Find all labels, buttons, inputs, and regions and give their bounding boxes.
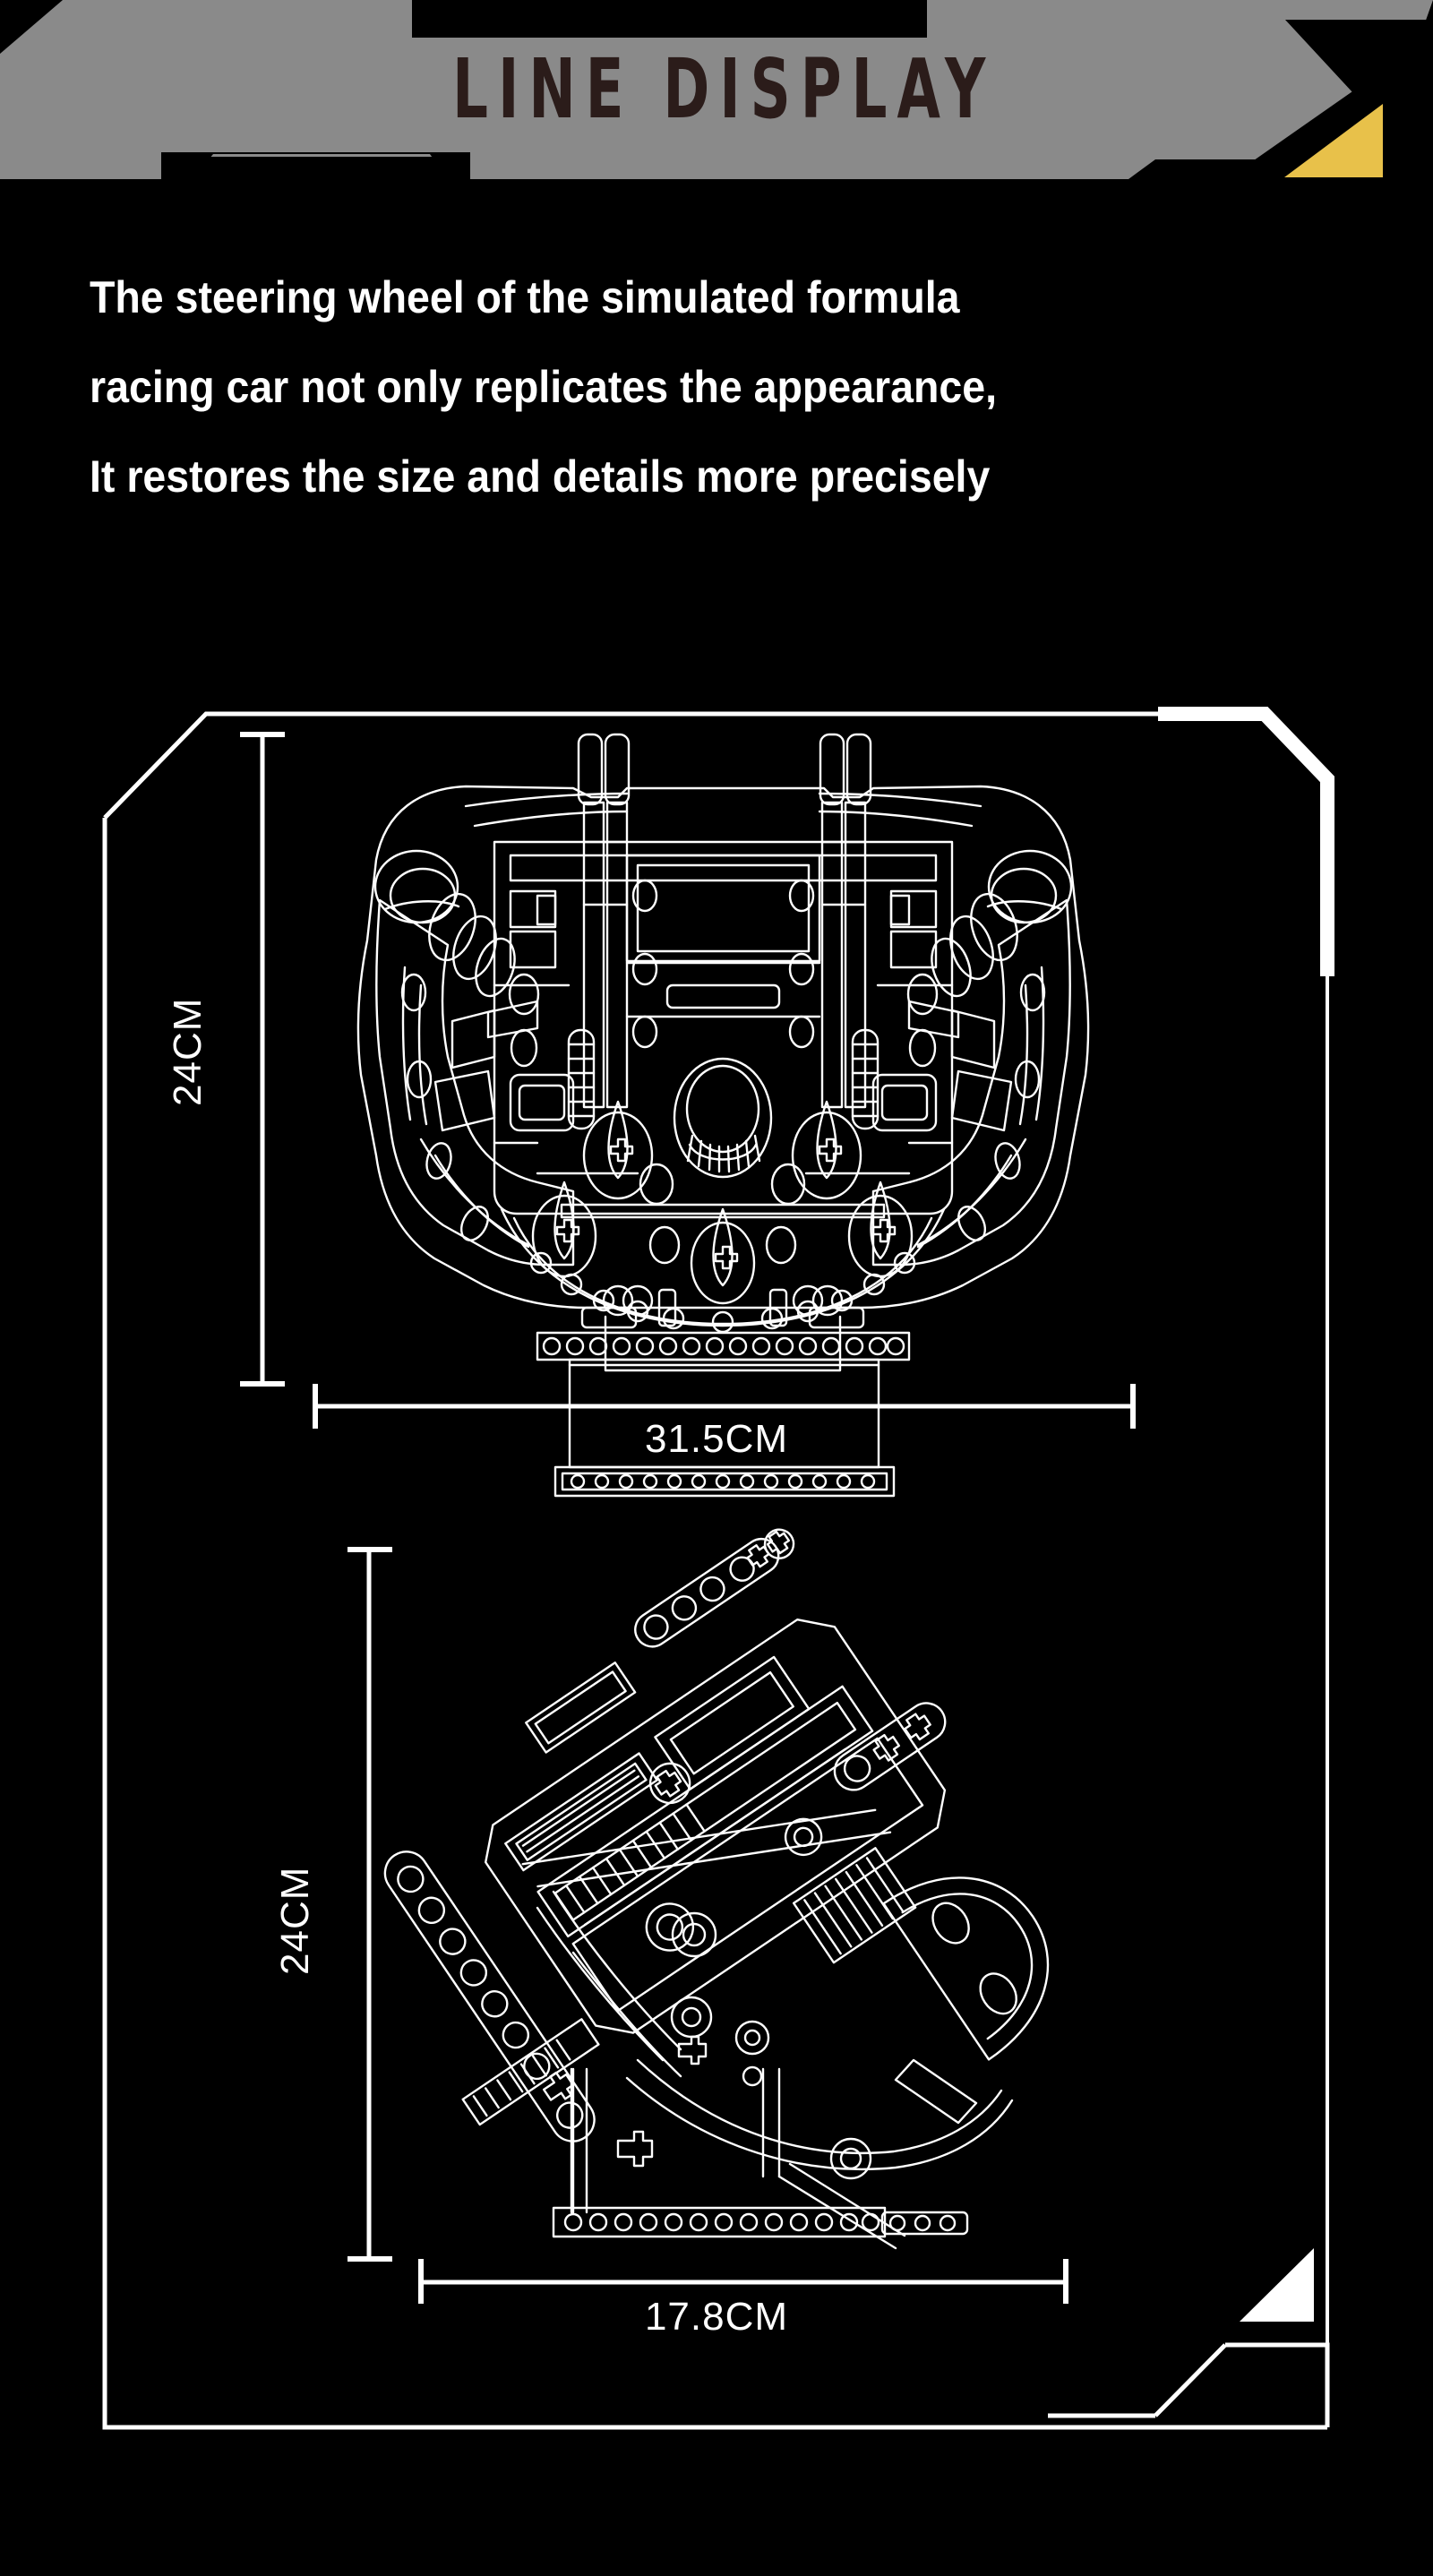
dimension-label-side-height: 24CM [273, 1866, 317, 1975]
description-block: The steering wheel of the simulated form… [90, 253, 1361, 521]
description-line-1: The steering wheel of the simulated form… [90, 272, 960, 322]
frame-left-bottom-path [102, 818, 1327, 2430]
header-banner: LINE DISPLAY [0, 0, 1433, 179]
frame-bottom-right-diagonal [1154, 2343, 1227, 2417]
frame-right-bottom-corner [1225, 2342, 1330, 2427]
page-title: LINE DISPLAY [452, 41, 996, 138]
description-line-2: racing car not only replicates the appea… [90, 362, 998, 412]
dimension-label-front-height: 24CM [166, 997, 210, 1106]
frame-bottom-right-triangle-accent [1240, 2248, 1314, 2322]
description-line-3: It restores the size and details more pr… [90, 451, 991, 502]
frame-top-right-accent [1158, 707, 1334, 976]
dimension-label-front-width: 31.5CM [644, 1417, 789, 1461]
frame-top-left-diagonal [103, 711, 1158, 820]
dimension-label-side-width: 17.8CM [644, 2295, 789, 2339]
